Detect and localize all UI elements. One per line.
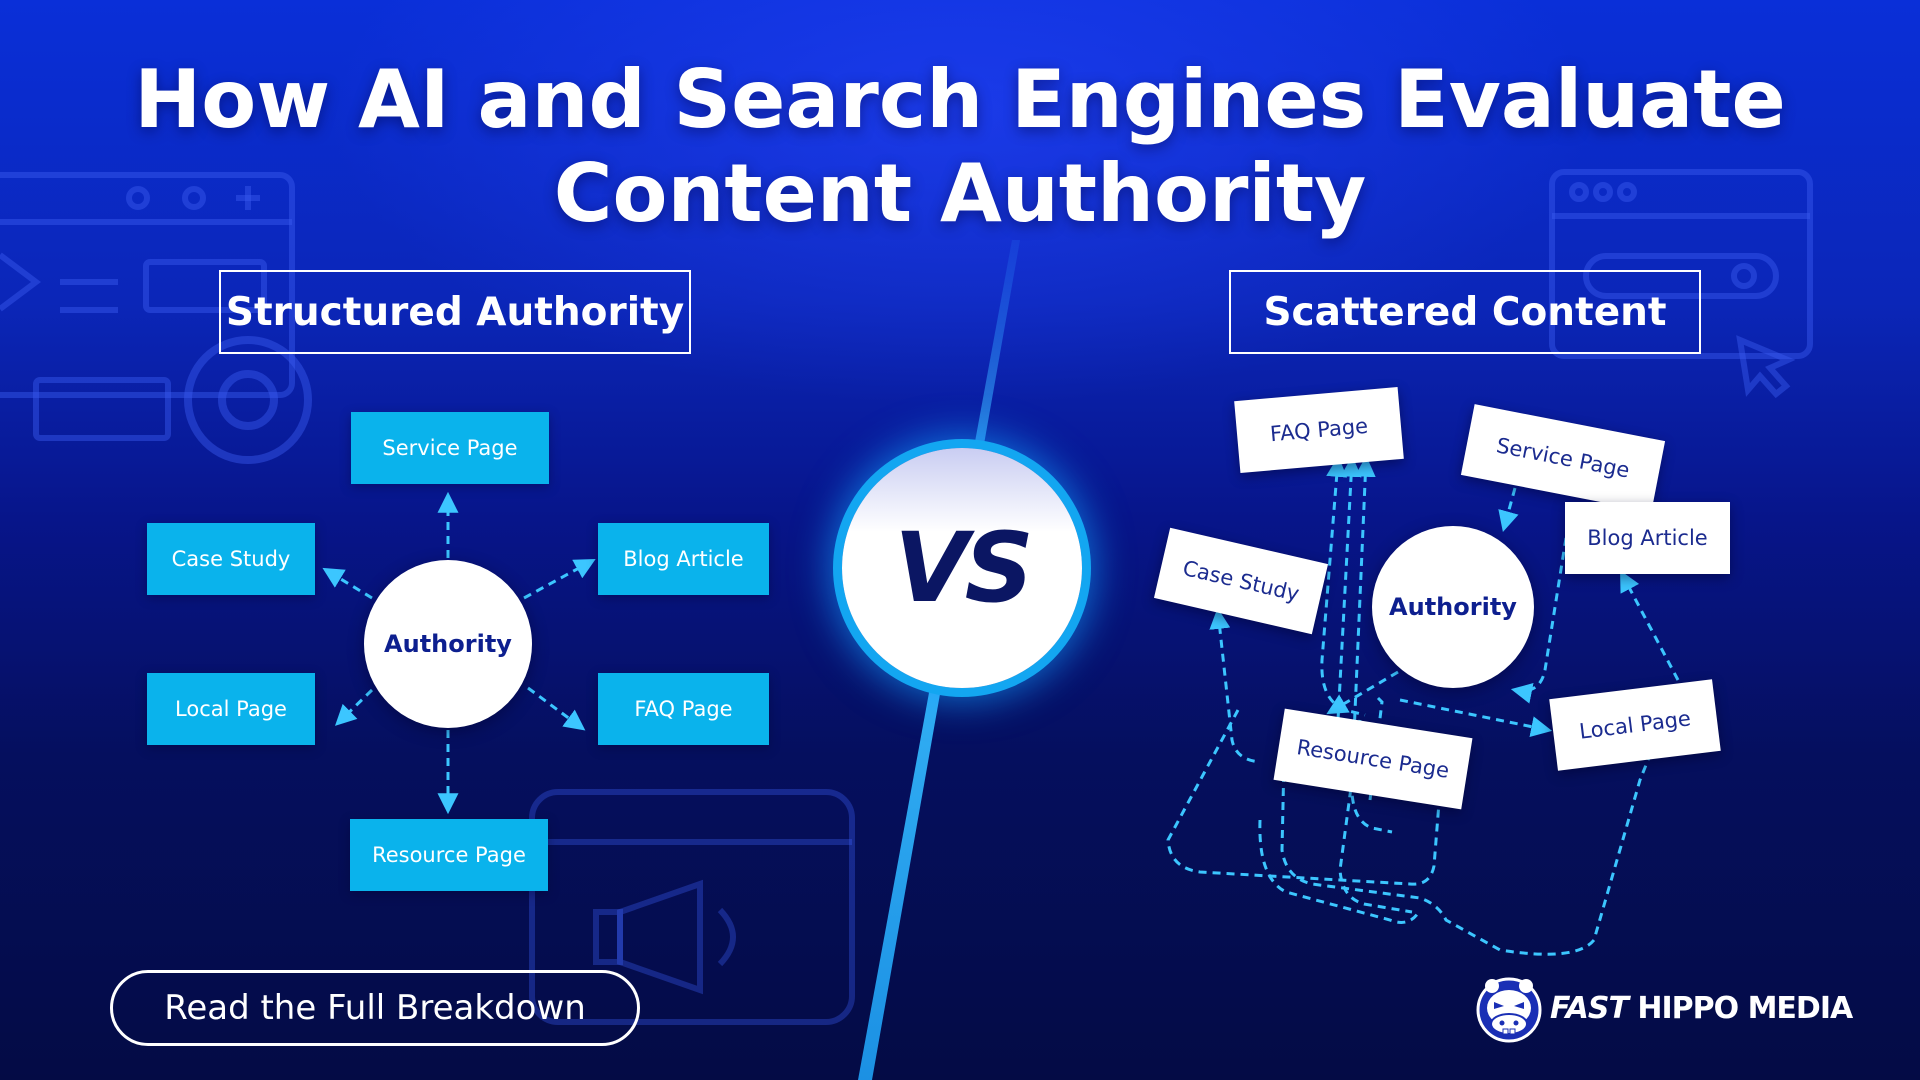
logo-wordmark: FAST HIPPO MEDIA xyxy=(1550,990,1853,1026)
page-title-line-1: How AI and Search Engines Evaluate xyxy=(134,53,1786,146)
structured-node-faq-page: FAQ Page xyxy=(598,673,769,745)
structured-node-service-page: Service Page xyxy=(351,412,549,484)
megaphone-browser-icon xyxy=(529,789,855,1025)
page-title-line-2: Content Authority xyxy=(553,147,1367,240)
logo-word-hippo-media: HIPPO MEDIA xyxy=(1637,990,1853,1026)
scattered-arrows xyxy=(1166,455,1680,956)
hippo-mascot-icon xyxy=(1476,977,1542,1043)
read-full-breakdown-button[interactable]: Read the Full Breakdown xyxy=(110,970,640,1046)
browser-code-icon xyxy=(0,172,295,441)
scattered-node-faq-page: FAQ Page xyxy=(1234,386,1404,474)
logo-word-fast: FAST xyxy=(1550,990,1629,1026)
structured-node-resource-page: Resource Page xyxy=(350,819,548,891)
fast-hippo-media-logo[interactable]: FAST HIPPO MEDIA xyxy=(1476,968,1853,1048)
vs-label: VS xyxy=(894,512,1033,624)
structured-node-blog-article: Blog Article xyxy=(598,523,769,595)
browser-search-icon xyxy=(1549,169,1813,399)
structured-authority-heading: Structured Authority xyxy=(219,270,691,354)
structured-authority-hub: Authority xyxy=(364,560,532,728)
structured-node-case-study: Case Study xyxy=(147,523,315,595)
scattered-node-blog-article: Blog Article xyxy=(1565,502,1730,574)
structured-arrows xyxy=(322,491,596,815)
vs-badge: VS xyxy=(842,448,1082,688)
gear-icon xyxy=(184,336,312,464)
scattered-authority-hub: Authority xyxy=(1372,526,1534,688)
structured-node-local-page: Local Page xyxy=(147,673,315,745)
scattered-content-heading: Scattered Content xyxy=(1229,270,1701,354)
